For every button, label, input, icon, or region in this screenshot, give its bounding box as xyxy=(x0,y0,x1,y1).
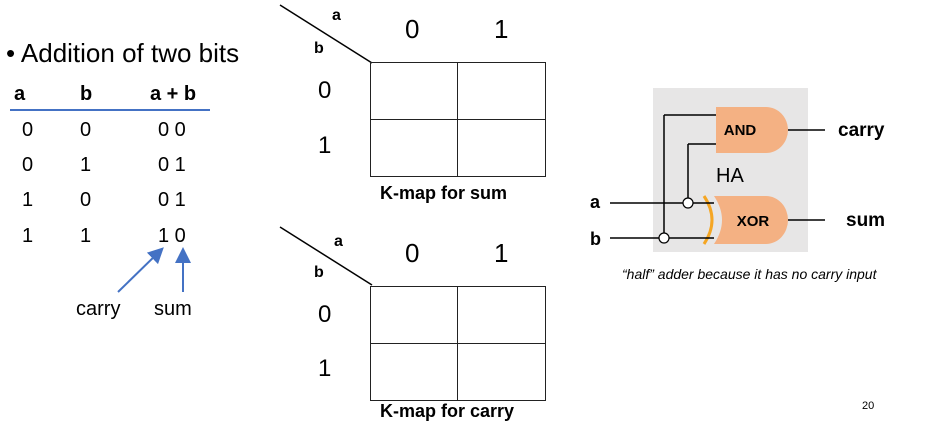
and-gate xyxy=(716,107,788,153)
table-cell: 0 xyxy=(80,189,92,211)
and-gate-label: AND xyxy=(724,122,757,139)
xor-gate xyxy=(714,196,788,244)
kmap-cell xyxy=(457,62,546,120)
kmap-sum-col-var: a xyxy=(332,7,341,24)
table-header-a: a xyxy=(14,83,26,105)
kmap-sum-row-label: 0 xyxy=(318,77,332,104)
carry-arrow xyxy=(117,247,164,293)
kmap-cell xyxy=(370,286,458,344)
table-cell: 1 xyxy=(22,225,34,247)
table-cell: 1 0 xyxy=(158,225,186,247)
output-sum-label: sum xyxy=(846,210,885,231)
sum-label: sum xyxy=(154,298,192,320)
table-cell: 0 0 xyxy=(158,119,186,141)
table-cell: 1 xyxy=(80,154,92,176)
kmap-carry-diagonal xyxy=(279,226,373,286)
table-cell: 0 xyxy=(22,154,34,176)
table-header-sum: a + b xyxy=(150,83,197,105)
kmap-cell xyxy=(370,119,458,177)
table-header-rule xyxy=(10,109,210,111)
page-number: 20 xyxy=(862,400,875,412)
xor-gate-label: XOR xyxy=(737,213,770,230)
kmap-carry-col-label: 0 xyxy=(405,238,420,268)
table-cell: 1 xyxy=(80,225,92,247)
output-carry-label: carry xyxy=(838,120,885,141)
carry-sum-arrows xyxy=(117,247,191,293)
table-header-b: b xyxy=(80,83,93,105)
table-cell: 0 1 xyxy=(158,154,186,176)
kmap-cell xyxy=(457,286,546,344)
kmap-cell xyxy=(370,62,458,120)
table-cell: 0 1 xyxy=(158,189,186,211)
kmap-carry-row-label: 0 xyxy=(318,301,332,328)
junction-a xyxy=(682,197,694,209)
kmap-carry-row-label: 1 xyxy=(318,355,332,382)
table-cell: 0 xyxy=(22,119,34,141)
half-adder-circuit: AND XOR HA a b carry sum xyxy=(590,88,885,252)
xor-arc xyxy=(702,195,714,245)
slide-title: • Addition of two bits xyxy=(6,38,240,68)
kmap-sum-diagonal xyxy=(279,4,373,64)
input-b-label: b xyxy=(590,229,601,249)
junction-b xyxy=(658,232,670,244)
kmap-sum-row-var: b xyxy=(314,40,324,57)
half-adder-caption: “half” adder because it has no carry inp… xyxy=(622,266,877,282)
kmap-cell xyxy=(370,343,458,401)
kmap-sum-col-label: 1 xyxy=(494,14,509,44)
kmap-sum-row-label: 1 xyxy=(318,132,332,159)
kmap-carry-row-var: b xyxy=(314,264,324,281)
table-cell: 0 xyxy=(80,119,92,141)
table-cell: 1 xyxy=(22,189,34,211)
ha-label: HA xyxy=(716,165,744,187)
circuit-wires xyxy=(610,114,825,239)
carry-label: carry xyxy=(76,298,121,320)
kmap-sum-caption: K-map for sum xyxy=(380,183,508,203)
kmap-sum-col-label: 0 xyxy=(405,14,420,44)
kmap-carry-col-label: 1 xyxy=(494,238,509,268)
input-a-label: a xyxy=(590,192,601,212)
kmap-cell xyxy=(457,343,546,401)
kmap-carry-caption: K-map for carry xyxy=(380,401,515,421)
kmap-carry-col-var: a xyxy=(334,233,343,250)
kmap-cell xyxy=(457,119,546,177)
